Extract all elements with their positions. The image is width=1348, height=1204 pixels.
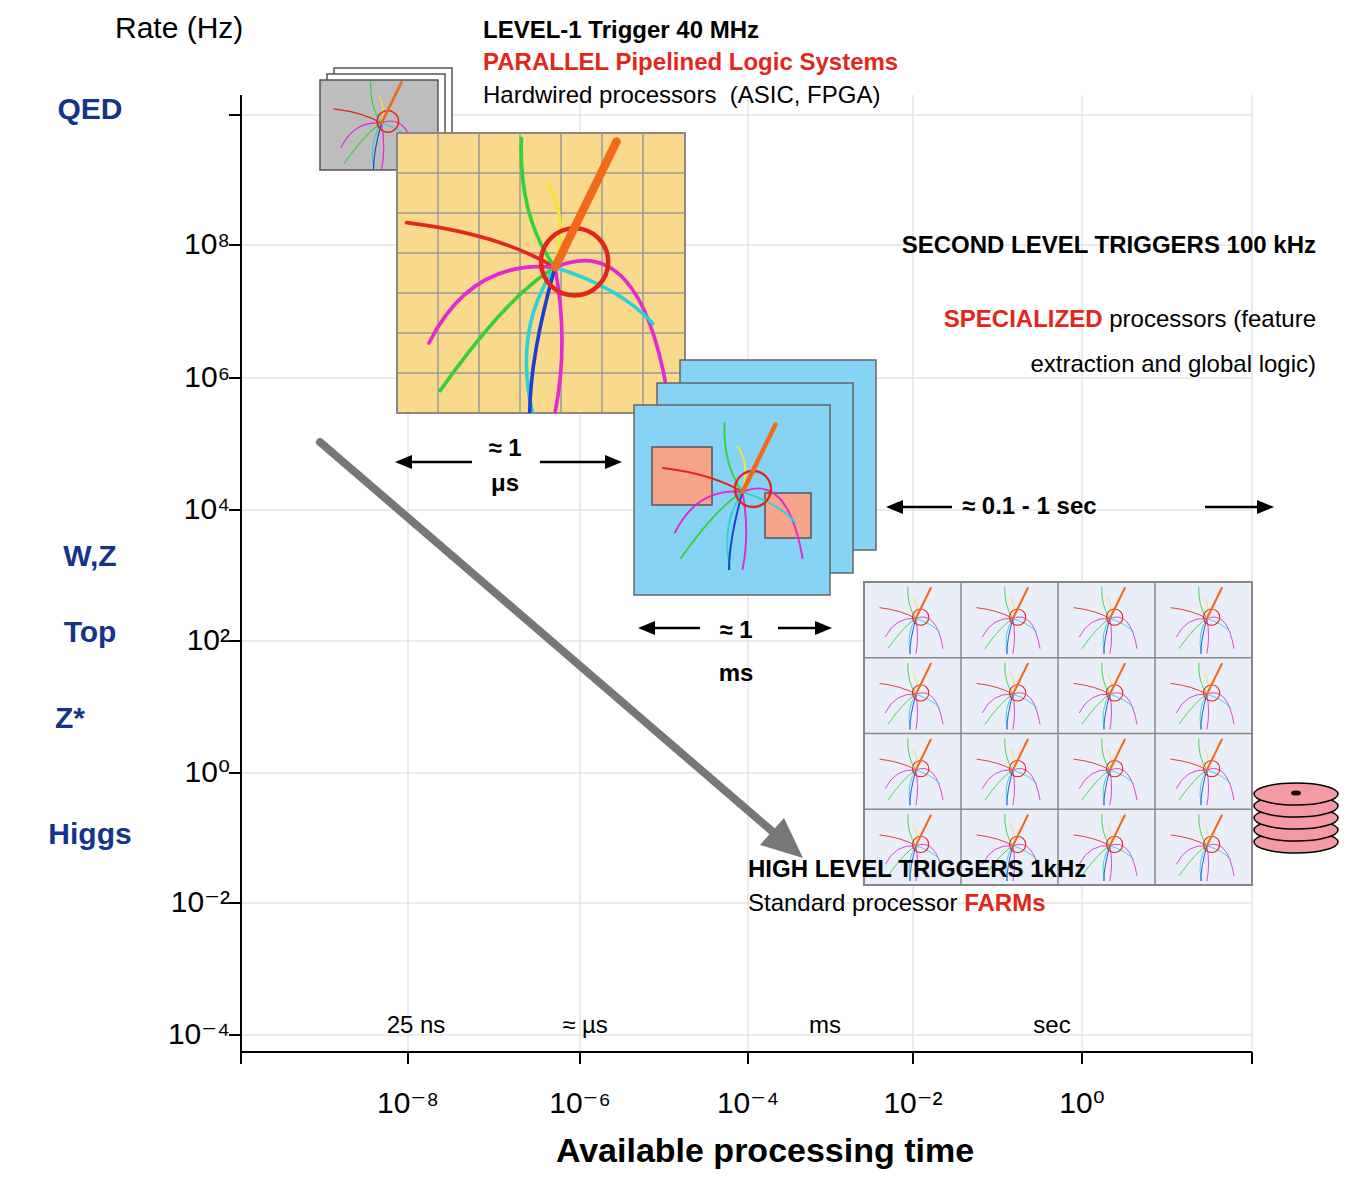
axis-label: FARMs [964, 889, 1045, 916]
label-line: 10⁰ [130, 754, 230, 790]
label-line: LEVEL-1 Trigger 40 MHz [483, 16, 759, 45]
label-line: 10⁻⁶ [525, 1085, 635, 1121]
label-line: 10⁶ [130, 359, 230, 395]
axis-label: ≈ 1 μs [488, 434, 521, 496]
axis-label: 10⁻⁴ [168, 1017, 230, 1050]
axis-label: 10⁴ [184, 492, 230, 525]
label-line: Hardwired processors (ASIC, FPGA) [483, 81, 880, 110]
process-label: W,Z [63, 539, 116, 572]
label-line: Rate (Hz) [115, 10, 243, 46]
axis-label: 10⁰ [1059, 1086, 1104, 1119]
axis-label: Hardwired processors (ASIC, FPGA) [483, 81, 880, 108]
label-line: 10⁻² [858, 1085, 968, 1121]
label-line: ≈ 1 ms [700, 610, 772, 696]
label-line: PARALLEL Pipelined Logic Systems [483, 48, 898, 77]
axis-label: ms [809, 1011, 841, 1038]
axis-label: 10² [187, 623, 230, 656]
axis-label: SPECIALIZED [944, 305, 1103, 332]
label-line: Higgs [25, 816, 155, 852]
label-line: ms [770, 1011, 880, 1040]
label-line: 10⁰ [1027, 1085, 1137, 1121]
process-label: Higgs [48, 817, 131, 850]
label-line: sec [997, 1011, 1107, 1040]
axis-label: ≈ 0.1 - 1 sec [962, 492, 1097, 519]
axis-label: 10⁻⁴ [717, 1086, 779, 1119]
label-line: 10² [130, 622, 230, 658]
axis-label: 10⁻² [883, 1086, 942, 1119]
label-line: Top [40, 614, 140, 650]
label-line: ≈ 0.1 - 1 sec [962, 492, 1097, 521]
label-line: 10⁻⁸ [353, 1085, 463, 1121]
axis-label: Standard processor [748, 889, 957, 916]
label-line: 25 ns [361, 1011, 471, 1040]
label-line: Available processing time [400, 1130, 1130, 1171]
axis-label: LEVEL-1 Trigger 40 MHz [483, 16, 759, 43]
label-line: ≈ 1 μs [487, 432, 523, 502]
axis-label: 25 ns [387, 1011, 446, 1038]
label-line: HIGH LEVEL TRIGGERS 1kHz [748, 855, 1086, 884]
process-label: QED [57, 92, 122, 125]
label-line: SPECIALIZEDprocessors (feature extractio… [836, 298, 1316, 388]
axis-label: 10⁻² [171, 885, 230, 918]
label-line: Z* [20, 700, 120, 736]
label-line: QED [40, 91, 140, 127]
label-line: ≈ µs [530, 1011, 640, 1040]
axis-label: sec [1033, 1011, 1070, 1038]
axis-label: 10⁰ [185, 755, 230, 788]
axis-label: SECOND LEVEL TRIGGERS 100 kHz [902, 231, 1316, 258]
label-line: 10⁸ [130, 226, 230, 262]
axis-label: 10⁸ [184, 227, 230, 260]
label-line: 10⁻⁴ [693, 1085, 803, 1121]
axis-label: HIGH LEVEL TRIGGERS 1kHz [748, 855, 1086, 882]
label-line: 10⁻⁴ [130, 1016, 230, 1052]
label-line: W,Z [40, 538, 140, 574]
axis-label: Available processing time [556, 1131, 974, 1169]
axis-label: ≈ µs [562, 1011, 608, 1038]
axis-label: 10⁻⁶ [549, 1086, 611, 1119]
axis-label: Rate (Hz) [115, 11, 243, 44]
label-line: 10⁴ [130, 491, 230, 527]
axis-label: 10⁶ [184, 360, 230, 393]
label-line: SECOND LEVEL TRIGGERS 100 kHz [660, 231, 1316, 260]
process-label: Top [64, 615, 117, 648]
axis-label: PARALLEL Pipelined Logic Systems [483, 48, 898, 75]
label-line: 10⁻² [130, 884, 230, 920]
axis-label: ≈ 1 ms [719, 616, 754, 686]
process-label: Z* [55, 701, 85, 734]
axis-label: 10⁻⁸ [377, 1086, 439, 1119]
label-line: Standard processor FARMs [748, 889, 1046, 918]
